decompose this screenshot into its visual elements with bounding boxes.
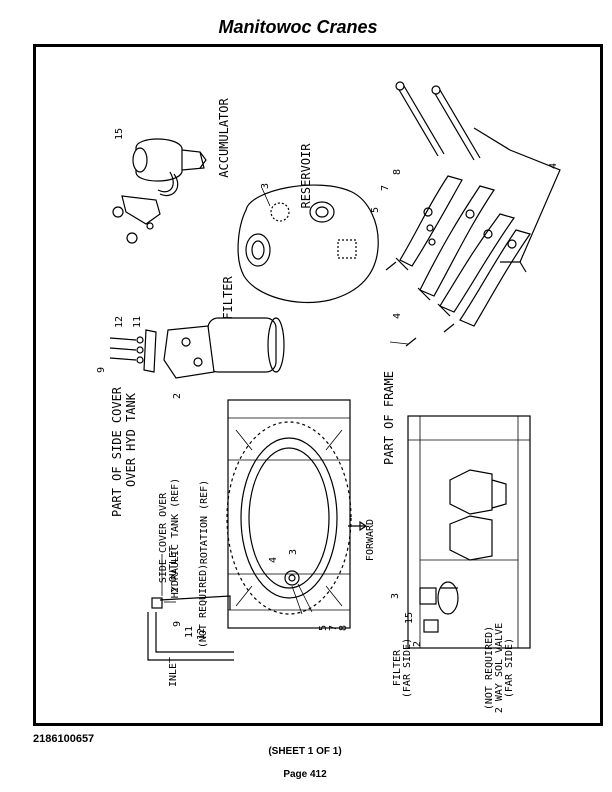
forward-label: FORWARD bbox=[365, 519, 376, 561]
filter-label: FILTER bbox=[221, 276, 235, 320]
callout-8-side-view: 8 bbox=[338, 625, 349, 631]
callout-2-frame-view: 2 bbox=[412, 641, 423, 647]
outlet-label: OUTLET bbox=[168, 546, 179, 582]
side-cover-ref-label-line1: SIDE COVER OVER bbox=[158, 492, 169, 583]
callout-5-side-view: 5 bbox=[318, 625, 329, 631]
callout-3-frame-view: 3 bbox=[390, 593, 401, 599]
callout-5: 5 bbox=[370, 207, 381, 213]
callout-3-side-view: 3 bbox=[288, 549, 299, 555]
callout-7: 7 bbox=[380, 185, 391, 191]
accumulator-label: ACCUMULATOR bbox=[217, 97, 231, 177]
callout-15-frame-view: 15 bbox=[404, 612, 415, 624]
diagram-frame bbox=[33, 44, 603, 726]
inlet-label: INLET bbox=[168, 657, 179, 687]
filter-far-side-label-line2: (FAR SIDE) bbox=[402, 638, 413, 698]
callout-2-side-view: 2 bbox=[170, 587, 181, 593]
accumulator-drawing bbox=[112, 138, 207, 244]
callout-4-bracket: 4 bbox=[548, 163, 559, 169]
sol-valve-label-line3: (FAR SIDE) bbox=[504, 638, 515, 698]
callout-11-side-view: 11 bbox=[184, 626, 195, 638]
callout-7-side-view: 7 bbox=[328, 625, 339, 631]
sol-valve-label-line1: (NOT REQUIRED) bbox=[484, 626, 495, 710]
side-cover-label-line1: PART OF SIDE COVER bbox=[110, 386, 124, 517]
side-cover-label-line2: OVER HYD TANK bbox=[124, 392, 138, 487]
filter-far-side-label-line1: FILTER bbox=[392, 649, 403, 686]
filter-drawing bbox=[109, 317, 285, 379]
callout-4-side-view: 4 bbox=[268, 557, 279, 563]
reservoir-drawing bbox=[237, 184, 379, 304]
callout-12-side-view: 12 bbox=[196, 628, 207, 640]
rotation-ref-label: ROTATION (REF) bbox=[199, 480, 210, 564]
callout-2-filter: 2 bbox=[172, 393, 183, 399]
reservoir-label: RESERVOIR bbox=[299, 143, 313, 209]
page-number: Page 412 bbox=[283, 769, 327, 780]
callout-11: 11 bbox=[132, 316, 143, 328]
document-code: 2186100657 bbox=[33, 733, 95, 745]
callout-4-strap: 4 bbox=[392, 313, 403, 319]
callout-15-accumulator: 15 bbox=[114, 128, 125, 140]
side-view-drawing bbox=[226, 399, 368, 629]
callout-8: 8 bbox=[392, 169, 403, 175]
callout-9: 9 bbox=[96, 367, 107, 373]
mounting-straps-drawing bbox=[385, 81, 561, 347]
not-required-label: (NOT REQUIRED) bbox=[198, 564, 209, 648]
piping-drawing bbox=[147, 554, 234, 661]
callout-9-side-view: 9 bbox=[172, 621, 183, 627]
sol-valve-label-line2: 2 WAY SOL VALVE bbox=[494, 623, 505, 713]
side-cover-ref-label-line2: HYDRAULIC TANK (REF) bbox=[170, 478, 181, 598]
page-header-title: Manitowoc Cranes bbox=[218, 17, 378, 37]
callout-3-reservoir: 3 bbox=[260, 183, 271, 189]
callout-12: 12 bbox=[114, 316, 125, 328]
frame-rail-drawing bbox=[407, 415, 531, 649]
sheet-indicator: (SHEET 1 OF 1) bbox=[268, 746, 342, 757]
part-of-frame-label: PART OF FRAME bbox=[382, 371, 396, 465]
